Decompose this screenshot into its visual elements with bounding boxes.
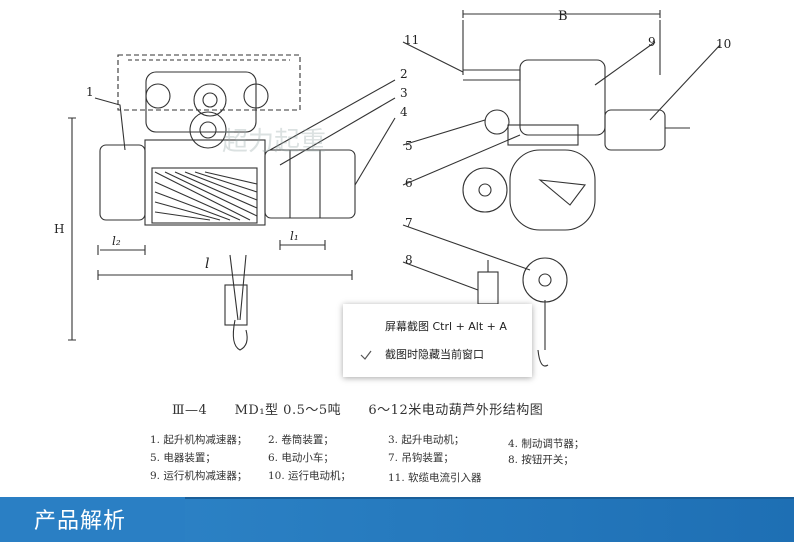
- track-beam: [117, 54, 301, 111]
- side-plate: [509, 149, 596, 231]
- hook-left: [229, 254, 248, 351]
- hook-block-right: [522, 257, 568, 303]
- legend-item: 3. 起升电动机；: [388, 434, 465, 446]
- dimension-l2: l₂: [112, 234, 121, 248]
- section-banner: 产品解析: [0, 497, 794, 542]
- callout-8: 8: [405, 253, 413, 267]
- callout-11: 11: [404, 33, 419, 47]
- legend-item: 6. 电动小车；: [268, 452, 334, 464]
- reducer-housing: [99, 144, 146, 221]
- legend-item: 4. 制动调节器；: [508, 438, 585, 450]
- screenshot-context-menu: 屏幕截图 Ctrl + Alt + A 截图时隐藏当前窗口: [343, 304, 532, 377]
- legend-item: 2. 卷筒装置；: [268, 434, 334, 446]
- callout-4: 4: [400, 105, 408, 119]
- electric-box: [507, 124, 579, 146]
- callout-9: 9: [648, 35, 656, 49]
- drum-coils: [154, 171, 258, 221]
- figure-model: MD₁型 0.5～5吨: [234, 403, 342, 418]
- callout-1: 1: [86, 85, 94, 99]
- dimension-l: l: [205, 256, 209, 272]
- callout-7: 7: [405, 216, 413, 230]
- legend-item: 10. 运行电动机；: [268, 470, 352, 482]
- legend-item: 5. 电器装置；: [150, 452, 216, 464]
- brake-adjuster: [484, 109, 510, 135]
- callout-5: 5: [405, 139, 413, 153]
- cable-collector: [463, 69, 521, 81]
- hoist-motor: [264, 149, 356, 219]
- figure-title: 6～12米电动葫芦外形结构图: [368, 403, 544, 418]
- legend-item: 11. 软缆电流引入器: [388, 472, 482, 484]
- menu-item-screenshot[interactable]: 屏幕截图 Ctrl + Alt + A: [343, 314, 532, 340]
- figure-caption: Ⅲ—4 MD₁型 0.5～5吨 6～12米电动葫芦外形结构图: [172, 399, 543, 418]
- menu-item-hide-window-label: 截图时隐藏当前窗口: [385, 348, 484, 361]
- checkmark-icon: [360, 350, 372, 360]
- watermark-text: 超力起重: [222, 127, 326, 157]
- callout-3: 3: [400, 86, 408, 100]
- legend-item: 7. 吊钩装置；: [388, 452, 454, 464]
- travel-reducer: [519, 59, 606, 136]
- callout-6: 6: [405, 176, 413, 190]
- legend-item: 8. 按钮开关；: [508, 454, 574, 466]
- dimension-l1: l₁: [290, 229, 299, 243]
- pendant-switch: [477, 271, 499, 305]
- banner-divider: [0, 497, 794, 499]
- legend-item: 9. 运行机构减速器；: [150, 470, 248, 482]
- legend-item: 1. 起升机构减速器；: [150, 434, 248, 446]
- banner-tab: [0, 497, 185, 542]
- menu-item-screenshot-label: 屏幕截图 Ctrl + Alt + A: [385, 320, 507, 333]
- callout-2: 2: [400, 67, 408, 81]
- dimension-B: B: [558, 9, 568, 24]
- dimension-H: H: [54, 222, 64, 236]
- callout-10: 10: [716, 37, 731, 51]
- menu-item-hide-window[interactable]: 截图时隐藏当前窗口: [343, 342, 532, 368]
- figure-number: Ⅲ—4: [172, 403, 208, 418]
- banner-title: 产品解析: [34, 509, 127, 534]
- trolley: [145, 71, 257, 133]
- travel-motor: [604, 109, 666, 151]
- hoist-structure-diagram: 1 2 3 4 5 6 7 8 9 10 11 H l₂ l₁ l B 超力起重: [54, 9, 731, 367]
